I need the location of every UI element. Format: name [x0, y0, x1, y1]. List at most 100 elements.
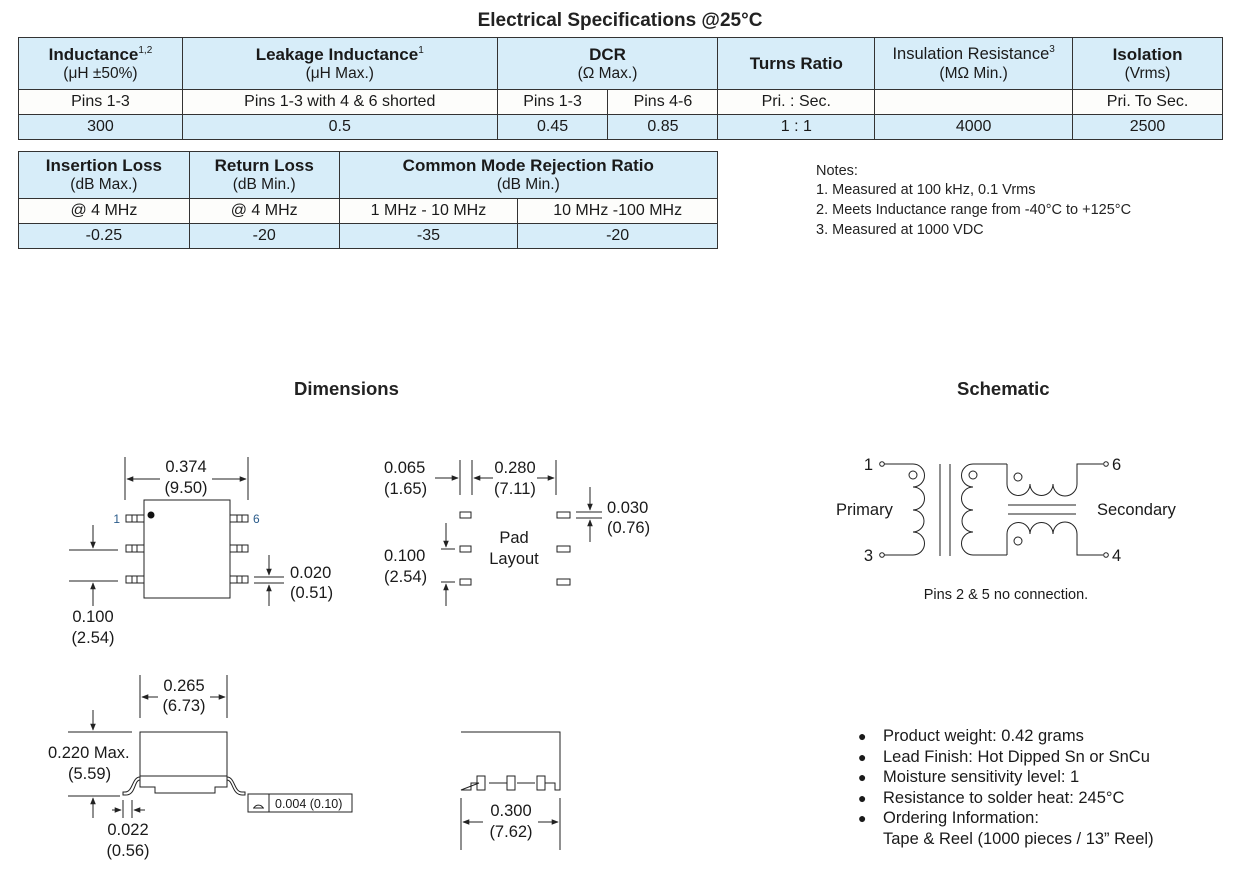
dim-label: (2.54) [71, 629, 114, 647]
dim-label: (7.62) [489, 823, 532, 841]
dim-label: (0.76) [607, 519, 650, 537]
dim-label: 0.220 Max. [48, 744, 130, 762]
coplanarity-frame [247, 793, 353, 813]
table-cell: -20 [188, 223, 340, 249]
bullet-icon: ● [858, 728, 867, 744]
bullet-icon: ● [858, 789, 867, 806]
secondary-winding [961, 463, 974, 556]
table-cell: @ 4 MHz [18, 198, 190, 224]
dim-label: 0.020 [290, 564, 331, 582]
table-cell: 1 : 1 [717, 114, 876, 140]
dim-label: (0.51) [290, 584, 333, 602]
dim-label: (6.73) [162, 697, 205, 715]
table-cell: -20 [517, 223, 718, 249]
end-view-drawing [460, 731, 561, 850]
table-cell: Pins 1-3 with 4 & 6 shorted [181, 89, 498, 115]
dim-label: 0.100 [72, 608, 113, 626]
pad-layout-label: Pad [499, 529, 528, 547]
schematic-title: Schematic [957, 378, 1050, 399]
dim-label: 0.030 [607, 499, 648, 517]
table-cell: 0.45 [496, 114, 609, 140]
dim-label: (1.65) [384, 480, 427, 498]
schematic-note: Pins 2 & 5 no connection. [924, 587, 1088, 603]
note-item: 1. Measured at 100 kHz, 0.1 Vrms [816, 182, 1036, 198]
list-item: ●Lead Finish: Hot Dipped Sn or SnCu [858, 747, 1150, 766]
schematic-pin-label: 1 [864, 456, 873, 474]
table-cell: Pins 4-6 [607, 89, 719, 115]
secondary-label: Secondary [1097, 501, 1177, 519]
note-item: 2. Meets Inductance range from -40°C to … [816, 202, 1132, 218]
coplanarity-icon [253, 804, 264, 809]
list-item: ●Product weight: 0.42 grams [858, 727, 1084, 745]
notes: Notes: 1. Measured at 100 kHz, 0.1 Vrms … [816, 162, 1131, 240]
table-cell: 4000 [874, 114, 1074, 140]
dim-label: 0.100 [384, 547, 425, 565]
header-isolation: Isolation (Vrms) [1072, 37, 1223, 90]
page-title: Electrical Specifications @25°C [477, 10, 763, 31]
schematic-drawing [879, 461, 1109, 558]
list-item-continuation: Tape & Reel (1000 pieces / 13” Reel) [883, 829, 1154, 848]
table-row-conditions: Pins 1-3 Pins 1-3 with 4 & 6 shorted Pin… [18, 89, 1223, 115]
package-body [143, 499, 231, 599]
pad-layout-drawing [435, 460, 602, 606]
coplanarity-label: 0.004 (0.10) [275, 797, 342, 811]
header-inductance: Inductance1,2 (μH ±50%) [18, 37, 183, 90]
table-cell: Pri. : Sec. [717, 89, 876, 115]
leads-left [125, 514, 145, 584]
table-cell: Pins 1-3 [18, 89, 183, 115]
header-return-loss: Return Loss (dB Min.) [188, 151, 340, 199]
dimensions-title: Dimensions [294, 378, 399, 399]
primary-winding [912, 463, 925, 556]
note-item: 3. Measured at 1000 VDC [816, 222, 984, 238]
header-insulation-resistance: Insulation Resistance3 (MΩ Min.) [874, 37, 1074, 90]
notes-heading: Notes: [816, 163, 858, 179]
bullet-icon: ● [858, 810, 867, 826]
table-cell: -35 [338, 223, 519, 249]
table-row-conditions: @ 4 MHz @ 4 MHz 1 MHz - 10 MHz 10 MHz -1… [18, 198, 718, 224]
dim-label: 0.022 [107, 821, 148, 839]
pin1-marker-icon [147, 511, 155, 519]
feature-list: ●Product weight: 0.42 grams ●Lead Finish… [858, 726, 1154, 849]
list-item: ●Moisture sensitivity level: 1 [858, 768, 1080, 786]
header-insertion-loss: Insertion Loss (dB Max.) [18, 151, 190, 199]
side-view-drawing [68, 675, 353, 818]
schematic-pin-label: 4 [1112, 547, 1121, 565]
choke-winding-bottom [1006, 521, 1103, 556]
table-row-values: -0.25 -20 -35 -20 [18, 223, 718, 249]
loss-spec-table: Insertion Loss (dB Max.) Return Loss (dB… [18, 151, 719, 249]
table-row-values: 300 0.5 0.45 0.85 1 : 1 4000 2500 [18, 114, 1223, 140]
leads-right [229, 514, 249, 584]
bullet-icon: ● [858, 769, 867, 785]
bullet-icon: ● [858, 748, 867, 765]
dim-label: (5.59) [68, 765, 111, 783]
pin-label: 1 [113, 512, 120, 526]
dim-label: (9.50) [164, 479, 207, 497]
pin-label: 6 [253, 512, 260, 526]
dim-label: 0.300 [490, 802, 531, 820]
table-cell: 300 [18, 114, 183, 140]
dim-label: 0.280 [494, 459, 535, 477]
table-cell [874, 89, 1074, 115]
table-cell: Pins 1-3 [496, 89, 609, 115]
dim-label: 0.065 [384, 459, 425, 477]
table-cell: 0.85 [607, 114, 719, 140]
dim-label: (7.11) [494, 480, 536, 498]
table-cell: 10 MHz -100 MHz [517, 198, 718, 224]
header-dcr: DCR (Ω Max.) [496, 37, 719, 90]
list-item: ●Resistance to solder heat: 245°C [858, 788, 1125, 807]
schematic-pin-label: 6 [1112, 456, 1121, 474]
table-cell: -0.25 [18, 223, 190, 249]
pad-layout-label: Layout [489, 550, 539, 568]
top-view-drawing [69, 457, 284, 606]
table-cell: 1 MHz - 10 MHz [338, 198, 519, 224]
table-cell: 2500 [1072, 114, 1223, 140]
schematic-pin-label: 3 [864, 547, 873, 565]
electrical-spec-table: Inductance1,2 (μH ±50%) Leakage Inductan… [18, 37, 1223, 140]
dim-label: (0.56) [106, 842, 149, 860]
primary-label: Primary [836, 501, 894, 519]
choke-winding-top [1006, 463, 1103, 497]
header-cmrr: Common Mode Rejection Ratio (dB Min.) [338, 151, 719, 199]
dim-label: (2.54) [384, 568, 427, 586]
header-leakage-inductance: Leakage Inductance1 (μH Max.) [181, 37, 498, 90]
